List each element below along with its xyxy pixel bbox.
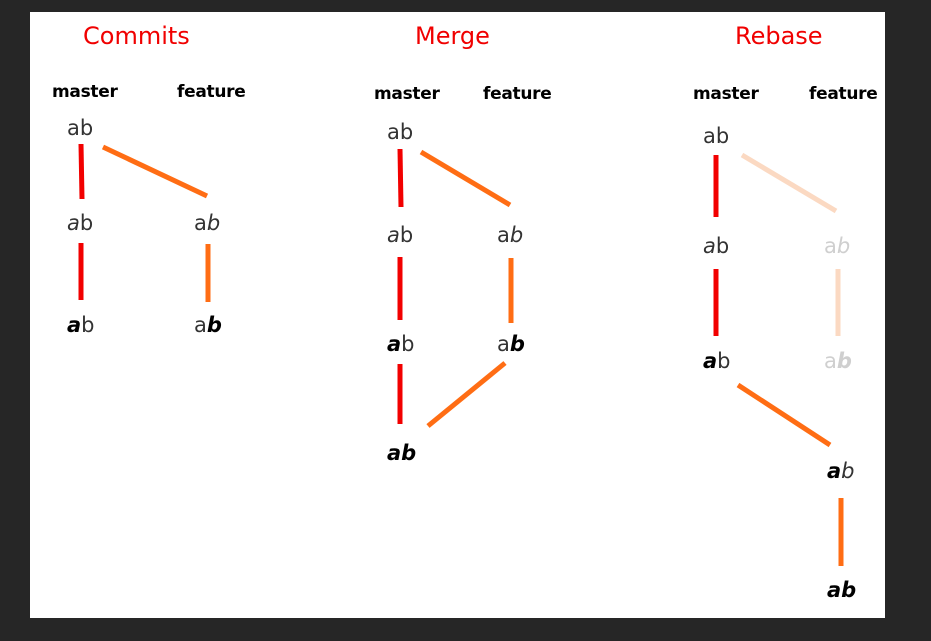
branch-label-feature: feature	[483, 84, 552, 104]
diagram-canvas: Commits master feature ab ab ab ab ab Me…	[30, 12, 885, 618]
faded-commit-node: ab	[824, 234, 851, 258]
branch-label-master: master	[52, 82, 118, 102]
commit-node: ab	[194, 313, 222, 337]
panel-title-rebase: Rebase	[735, 22, 823, 50]
commit-node: ab	[703, 349, 731, 373]
faded-feature-branch-line	[740, 152, 838, 214]
master-line	[78, 143, 85, 200]
feature-branch-line	[101, 144, 209, 199]
commit-node: ab	[387, 120, 414, 144]
rebased-commit-node: ab	[827, 459, 855, 483]
commit-node: ab	[703, 124, 730, 148]
merge-commit-node: ab	[387, 441, 417, 465]
branch-label-feature: feature	[809, 84, 878, 104]
branch-label-feature: feature	[177, 82, 246, 102]
faded-commit-node: ab	[824, 349, 852, 373]
rebased-commit-node: ab	[827, 578, 857, 602]
commit-node: ab	[67, 211, 94, 235]
feature-branch-line	[419, 149, 512, 208]
commit-node: ab	[497, 332, 525, 356]
commit-node: ab	[703, 234, 730, 258]
commit-node: ab	[194, 211, 221, 235]
commit-node: ab	[497, 223, 524, 247]
commit-node: ab	[67, 313, 95, 337]
branch-label-master: master	[693, 84, 759, 104]
connector-lines	[78, 143, 844, 566]
panel-title-commits: Commits	[83, 22, 190, 50]
commit-node: ab	[387, 332, 415, 356]
commit-node: ab	[67, 116, 94, 140]
branch-label-master: master	[374, 84, 440, 104]
commit-node: ab	[387, 223, 414, 247]
merge-line	[426, 361, 507, 428]
master-line	[397, 148, 404, 208]
panel-title-merge: Merge	[415, 22, 490, 50]
rebased-feature-line	[736, 382, 832, 448]
